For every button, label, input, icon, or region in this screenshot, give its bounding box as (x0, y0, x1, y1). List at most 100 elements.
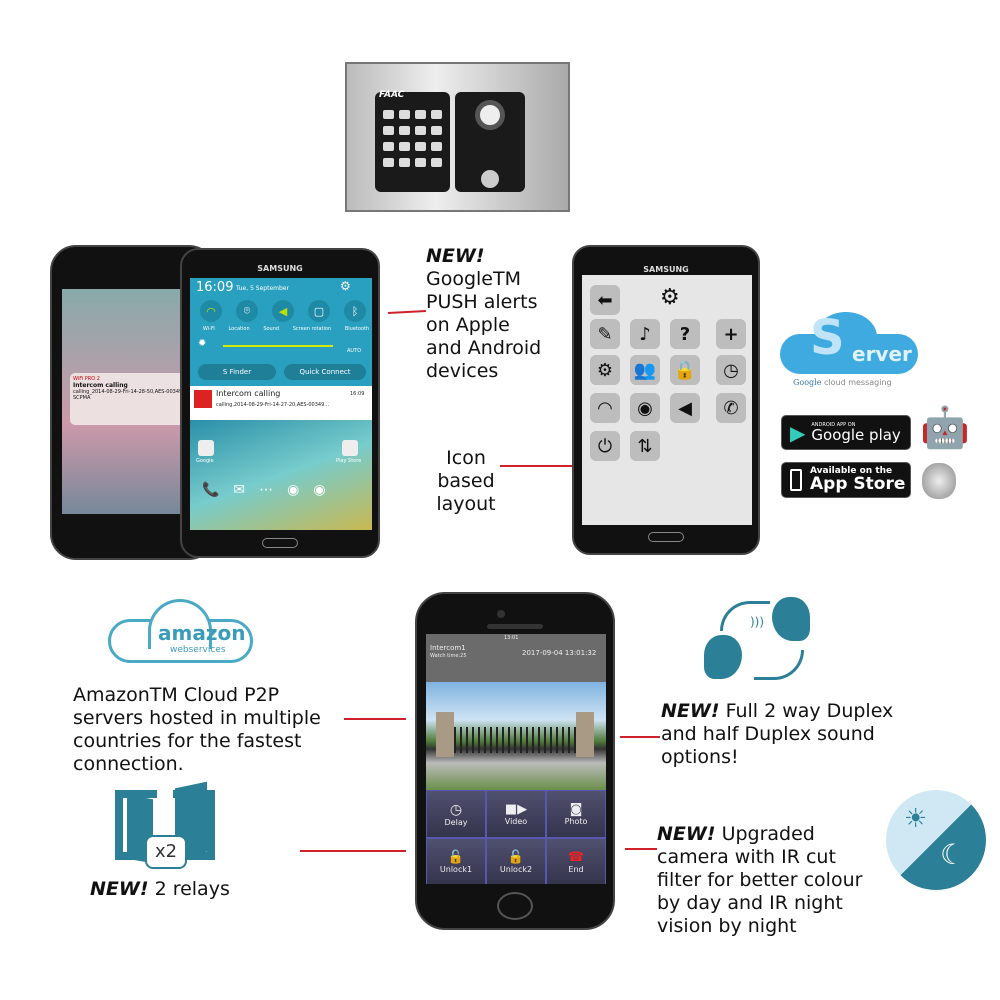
google-app-icon[interactable] (198, 440, 214, 456)
camera-text: NEW! Upgraded camera with IR cut filter … (657, 823, 862, 938)
sun-cloud-icon: ☀ (904, 804, 928, 834)
device-name: Intercom1 (430, 644, 466, 652)
help-icon[interactable]: ? (670, 319, 700, 349)
text-line: Upgraded (721, 823, 815, 845)
samsung-logo: SAMSUNG (257, 264, 303, 273)
delay-button[interactable]: ◷Delay (426, 790, 486, 838)
back-arrow-icon[interactable]: ⬅ (590, 285, 620, 315)
app-phone: 13:01 Intercom1 Watch time:25 2017-09-04… (415, 592, 615, 930)
text-line: countries for the fastest (73, 730, 302, 752)
eye-icon[interactable]: ◉ (630, 393, 660, 423)
apple-icon (922, 463, 956, 499)
s-finder-button[interactable]: S Finder (198, 364, 276, 380)
app-store-badge[interactable]: Available on the App Store (781, 462, 911, 498)
power-icon[interactable]: ⏻ (590, 431, 620, 461)
push-alerts-text: NEW! GoogleTM PUSH alerts on Apple and A… (426, 245, 541, 383)
moon-icon: ☾ (940, 838, 966, 871)
samsung-logo: SAMSUNG (643, 265, 689, 274)
text-line: based (437, 470, 495, 492)
brightness-slider[interactable] (223, 345, 333, 347)
button-label: Photo (564, 817, 588, 826)
unlock1-button[interactable]: 🔓Unlock1 (426, 838, 486, 884)
intercom-notification[interactable]: Intercom calling 16:09 calling,2014-08-2… (190, 386, 372, 420)
unlock-icon: 🔓 (507, 850, 525, 865)
unlock2-button[interactable]: 🔓Unlock2 (486, 838, 546, 884)
new-label: NEW! (657, 823, 716, 845)
keypad: FAAC (375, 90, 450, 192)
home-button (648, 532, 684, 542)
push-notification: WiFi PRO 2 Intercom calling calling_2014… (70, 373, 198, 425)
google-play-badge[interactable]: ▶ ANDROID APP ON Google play (781, 415, 911, 450)
relay-count-badge: x2 (145, 835, 187, 869)
button-label: Unlock2 (499, 865, 533, 874)
iphone-icon (790, 469, 802, 491)
settings-icon[interactable]: ⚙ (590, 355, 620, 385)
watch-time: Watch time:25 (430, 653, 467, 659)
connector-line (500, 465, 572, 467)
home-button (262, 538, 298, 548)
intercom-device: FAAC (345, 62, 570, 212)
status-clock: 13:01 (504, 635, 519, 641)
brightness-icon: ✹ (198, 338, 207, 349)
rotation-icon[interactable]: ▢ (308, 300, 330, 322)
camera-lens-icon (475, 100, 505, 130)
notes-icon[interactable]: ✎ (590, 319, 620, 349)
samsung-phone: SAMSUNG 16:09 Tue, 5 September ⚙ ◠ ⌾ ◀ ▢… (180, 248, 380, 558)
logo-word: erver (852, 342, 912, 366)
icon-layout-phone: SAMSUNG ⬅ ⚙ ✎ ♪ ? + ⚙ 👥 🔒 ◷ ◠ ◉ ◀ ✆ ⏻ ⇅ (572, 245, 760, 555)
sound-icon[interactable]: ◀ (272, 300, 294, 322)
gear-icon[interactable]: ⚙ (660, 285, 680, 310)
clock-icon[interactable]: ◷ (716, 355, 746, 385)
music-icon[interactable]: ♪ (630, 319, 660, 349)
notification-body: calling,2014-08-29-Fri-14-27-20,AES-0034… (216, 402, 330, 408)
duplex-text: NEW! Full 2 way Duplex and half Duplex s… (661, 700, 893, 769)
app-icon (194, 390, 212, 408)
text-line: GoogleTM (426, 268, 521, 290)
auto-label[interactable]: AUTO (347, 348, 362, 354)
users-icon[interactable]: 👥 (630, 355, 660, 385)
photo-button[interactable]: ◙Photo (546, 790, 606, 838)
new-label: NEW! (90, 878, 149, 900)
notification-time: 16:09 (350, 391, 365, 397)
camera-panel (455, 92, 525, 192)
text-line: options! (661, 746, 739, 768)
date: Tue, 5 September (236, 285, 289, 292)
notification-app: WiFi PRO 2 (73, 376, 100, 382)
video-button[interactable]: ■▶Video (486, 790, 546, 838)
text-line: vision by night (657, 915, 797, 937)
end-call-button[interactable]: ☎End (546, 838, 606, 884)
relay-icon[interactable]: ⇅ (630, 431, 660, 461)
duplex-talk-icon: ))) (700, 595, 818, 685)
plus-icon[interactable]: + (716, 319, 746, 349)
text-line: layout (436, 493, 496, 515)
call-history-icon[interactable]: ✆ (716, 393, 746, 423)
location-icon[interactable]: ⌾ (236, 300, 258, 322)
app-label: Play Store (336, 458, 362, 464)
unlock-icon: 🔓 (447, 850, 465, 865)
quick-connect-button[interactable]: Quick Connect (284, 364, 366, 380)
wifi-icon[interactable]: ◠ (590, 393, 620, 423)
wifi-icon[interactable]: ◠ (200, 300, 222, 322)
home-screen: Google Play Store 📞✉⋯◉◉ (190, 420, 372, 530)
amazon-wordmark: amazon (158, 621, 246, 645)
toggle-label: Location (228, 326, 250, 332)
play-store-icon[interactable] (342, 440, 358, 456)
bluetooth-icon[interactable]: ᛒ (344, 300, 366, 322)
connector-line (387, 310, 427, 314)
notification-title: Intercom calling (216, 389, 281, 398)
icon-layout-text: Icon based layout (426, 447, 506, 516)
connector-line (300, 850, 406, 852)
mute-icon[interactable]: ◀ (670, 393, 700, 423)
android-icon: 🤖 (920, 405, 970, 451)
play-triangle-icon: ▶ (790, 420, 806, 445)
text-line: camera with IR cut (657, 846, 836, 868)
amazon-web-services-logo: amazon webservices (108, 597, 253, 667)
gear-icon[interactable]: ⚙ (340, 279, 351, 293)
dock-icons[interactable]: 📞✉⋯◉◉ (202, 482, 340, 498)
button-label: End (568, 865, 584, 874)
text-line: servers hosted in multiple (73, 707, 321, 729)
button-label: Video (504, 817, 528, 826)
text-line: and half Duplex sound (661, 723, 875, 745)
lock-icon[interactable]: 🔒 (670, 355, 700, 385)
gcm-label: cloud messaging (823, 378, 892, 387)
